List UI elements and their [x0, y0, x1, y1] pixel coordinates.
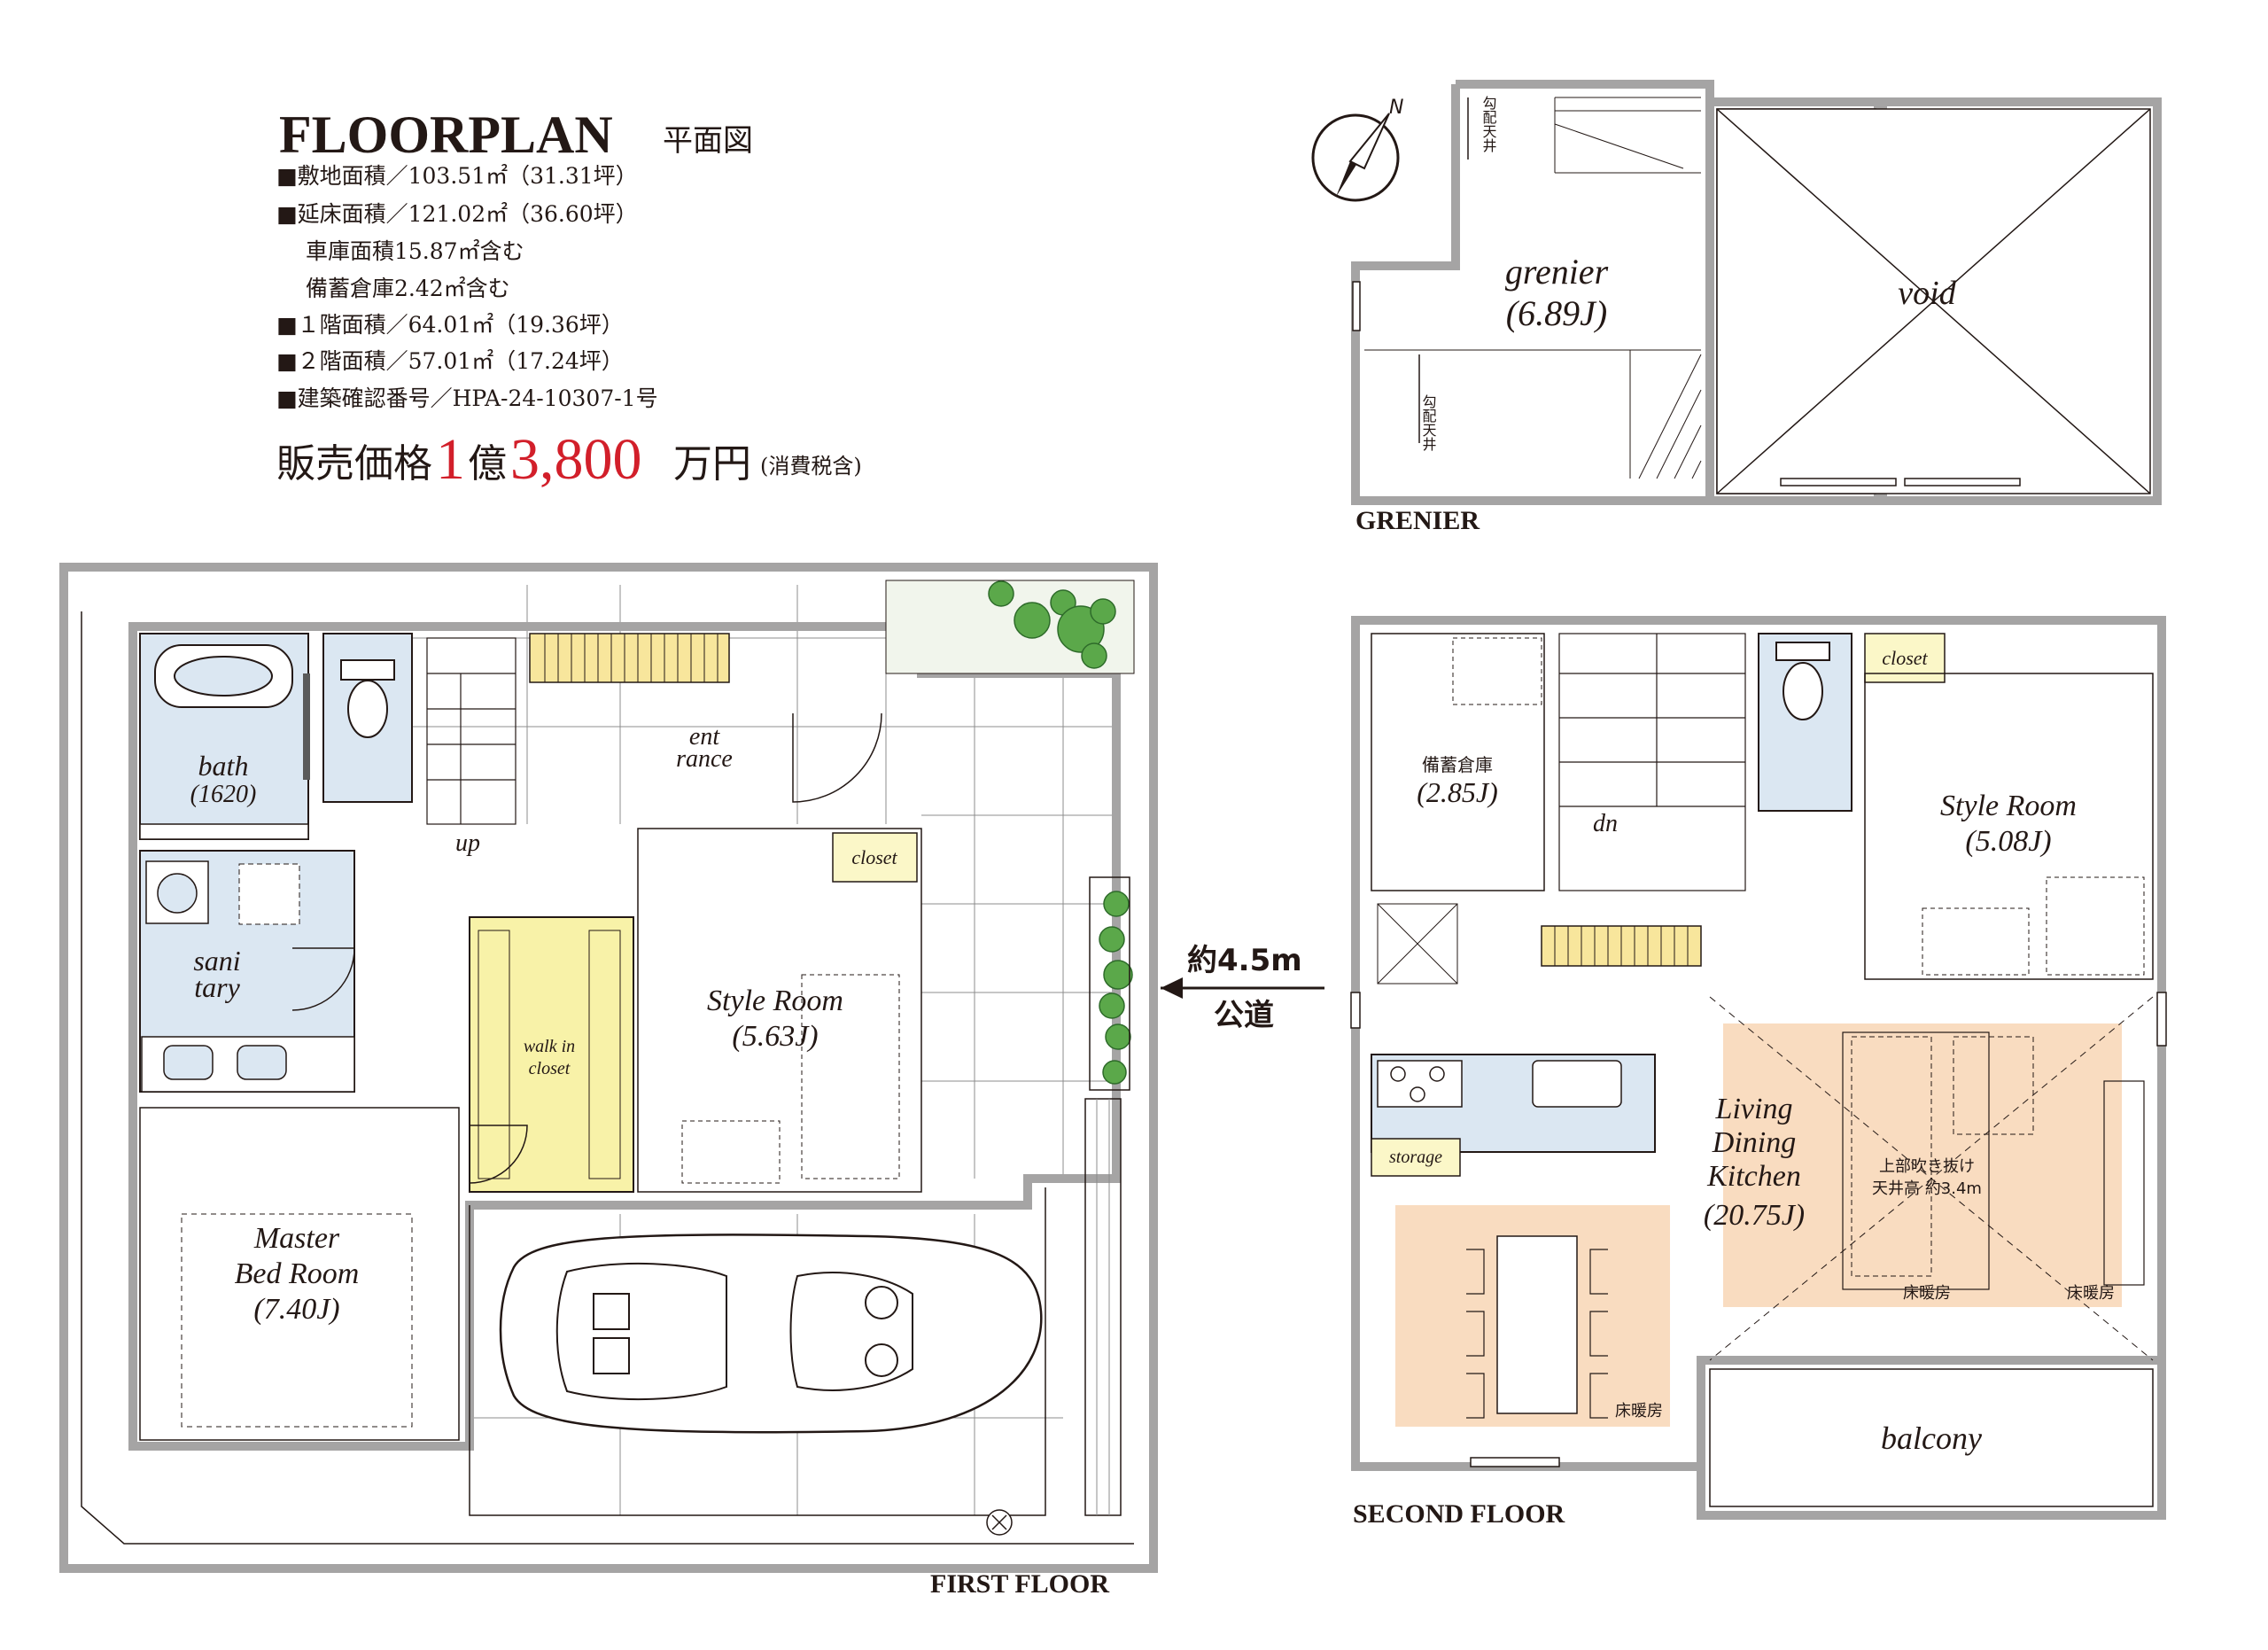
second-floor-plan: 備蓄倉庫 (2.85J) dn closet Style Room (5.08J…	[1350, 616, 2167, 1529]
style-room-1f	[637, 828, 922, 1193]
first-floor-plan: bath (1620) sani tary up ent rance close…	[59, 563, 1158, 1599]
sanitary-label-2: tary	[194, 971, 240, 1003]
grenier-room-label: grenier	[1505, 252, 1609, 292]
price-tax-note: (消費税含)	[760, 454, 862, 479]
ceiling-note-1: 上部吹き抜け	[1879, 1157, 1975, 1176]
balcony-label: balcony	[1881, 1420, 1982, 1456]
grenier-floor-label: GRENIER	[1355, 506, 1480, 535]
style-room-1f-label: Style Room	[707, 985, 843, 1017]
closet-2f-label: closet	[1882, 647, 1928, 669]
bath-size: (1620)	[190, 781, 257, 808]
walk-in-label-2: closet	[529, 1059, 571, 1078]
site-area-text: ■敷地面積／103.51㎡（31.31坪）	[276, 163, 638, 189]
ldk-size: (20.75J)	[1704, 1199, 1805, 1232]
compass-north-label: N	[1389, 97, 1403, 119]
header-block: FLOORPLAN 平面図 ■敷地面積／103.51㎡（31.31坪） ■延床面…	[276, 105, 862, 492]
walk-in-label-1: walk in	[524, 1037, 575, 1056]
second-area-text: ■２階面積／57.01㎡（17.24坪）	[276, 348, 624, 374]
balcony-area	[1697, 1356, 2166, 1520]
stairs-1f	[426, 637, 517, 825]
entrance-label-2: rance	[676, 745, 733, 773]
first-area-text: ■１階面積／64.01㎡（19.36坪）	[276, 312, 624, 338]
master-bedroom	[139, 1107, 460, 1441]
ldk-label-2: Dining	[1712, 1126, 1796, 1159]
storage-room-2f-size: (2.85J)	[1417, 776, 1498, 808]
style-room-1f-size: (5.63J)	[732, 1020, 818, 1053]
storage-room-2f-label: 備蓄倉庫	[1422, 754, 1493, 775]
price-man-number: 3,800	[510, 427, 642, 492]
floor-heating-label-2: 床暖房	[2067, 1284, 2115, 1303]
style-room-2f	[1864, 673, 2154, 980]
storage-2f	[1371, 1138, 1461, 1177]
compass-icon: N	[1311, 97, 1403, 202]
plant-icons	[988, 580, 1133, 1085]
grenier-slope-note-2: 勾配天井	[1420, 394, 1437, 451]
first-floor-label: FIRST FLOOR	[930, 1569, 1109, 1599]
storage-2f-label: storage	[1389, 1148, 1442, 1167]
slope-hatching	[1364, 97, 1702, 479]
road-type: 公道	[1214, 998, 1274, 1033]
void-label: void	[1898, 275, 1956, 312]
style-room-2f-size: (5.08J)	[1965, 825, 2051, 858]
stairs-dn-label: dn	[1593, 810, 1618, 837]
tile-strip	[1084, 1098, 1122, 1516]
floor-heating-label-1: 床暖房	[1903, 1284, 1951, 1303]
entrance-label-1: ent	[689, 723, 720, 751]
walk-in-closet	[469, 916, 634, 1193]
master-label-1: Master	[253, 1222, 340, 1255]
style-room-2f-label: Style Room	[1940, 790, 2077, 822]
price-unit: 万円	[673, 441, 751, 486]
grenier-slope-note-1: 勾配天井	[1480, 96, 1497, 152]
car-icon	[499, 1234, 1043, 1434]
closet-1f	[832, 832, 918, 883]
storage-room-2f	[1371, 633, 1545, 891]
master-label-2: Bed Room	[235, 1257, 360, 1290]
second-floor-label: SECOND FLOOR	[1353, 1499, 1565, 1529]
ldk-label-1: Living	[1715, 1093, 1793, 1125]
floor-area-text: ■延床面積／121.02㎡（36.60坪）	[276, 201, 638, 227]
closet-2f	[1864, 633, 1946, 683]
road-indicator: 約4.5m 公道	[1161, 943, 1324, 1033]
living-floor-heating	[1723, 1023, 2122, 1307]
floor-heating-label-3: 床暖房	[1615, 1402, 1663, 1420]
page-title: FLOORPLAN	[279, 105, 613, 164]
grenier-plan: 勾配天井 勾配天井 grenier (6.89J) void GRENIER	[1351, 80, 2162, 535]
stairs-up-label: up	[455, 829, 480, 857]
price-label: 販売価格	[276, 441, 432, 486]
stairs-2f	[1558, 633, 1746, 891]
closet-1f-label: closet	[851, 846, 897, 868]
price-oku: 億	[468, 441, 507, 486]
road-width: 約4.5m	[1187, 943, 1302, 978]
master-size: (7.40J)	[253, 1293, 339, 1326]
garage-note-text: 車庫面積15.87㎡含む	[306, 238, 524, 264]
sanitary-label-1: sani	[193, 945, 240, 977]
ldk-label-3: Kitchen	[1706, 1160, 1801, 1193]
bath-label: bath	[198, 750, 249, 782]
permit-text: ■建築確認番号／HPA-24-10307-1号	[276, 385, 658, 411]
ceiling-note-2: 天井高 約3.4m	[1872, 1179, 1982, 1198]
storage-note-text: 備蓄倉庫2.42㎡含む	[306, 276, 510, 301]
grenier-room-size: (6.89J)	[1506, 293, 1607, 333]
page-title-ja: 平面図	[663, 123, 753, 159]
price-oku-number: 1	[436, 427, 465, 492]
